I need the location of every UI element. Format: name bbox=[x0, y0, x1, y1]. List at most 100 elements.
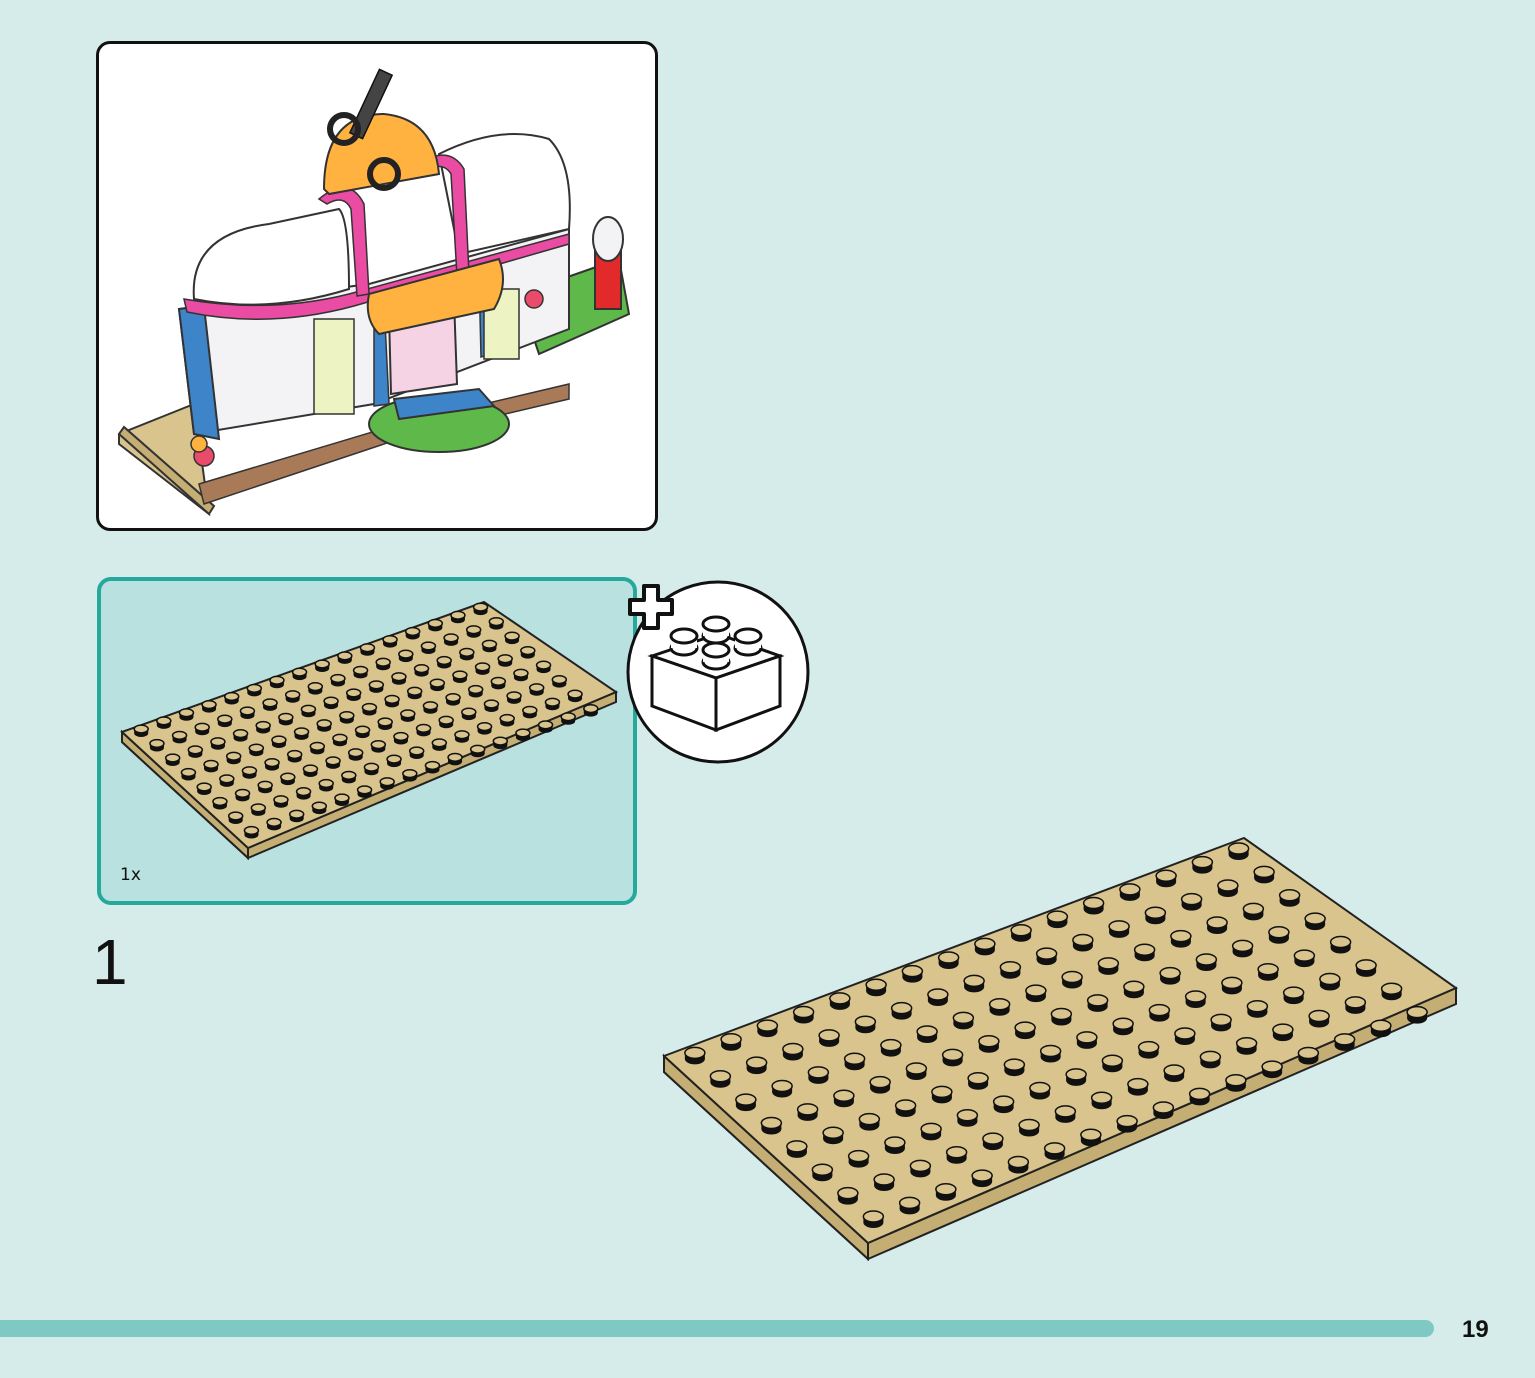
stud bbox=[862, 1210, 885, 1228]
stud bbox=[377, 717, 393, 731]
stud bbox=[515, 728, 531, 742]
stud bbox=[382, 635, 398, 648]
stud bbox=[522, 705, 538, 719]
stud bbox=[250, 803, 267, 816]
stud bbox=[967, 1072, 989, 1090]
stud bbox=[271, 735, 287, 749]
stud bbox=[243, 825, 260, 839]
stud bbox=[829, 992, 851, 1010]
stud bbox=[504, 631, 520, 645]
stud bbox=[1278, 889, 1301, 907]
stud bbox=[684, 1046, 706, 1065]
stud bbox=[513, 668, 529, 682]
stud bbox=[1046, 910, 1069, 929]
stud bbox=[273, 795, 289, 808]
stud bbox=[461, 707, 477, 721]
stud bbox=[286, 749, 303, 763]
stud bbox=[476, 722, 493, 735]
stud bbox=[1152, 1101, 1175, 1119]
stud bbox=[347, 748, 364, 761]
stud bbox=[1195, 953, 1218, 971]
stud bbox=[379, 777, 395, 790]
stud bbox=[1184, 990, 1207, 1008]
stud bbox=[931, 1085, 953, 1104]
stud bbox=[847, 1149, 870, 1168]
stud bbox=[164, 753, 181, 767]
stud bbox=[945, 1146, 968, 1164]
parts-baseplate-illustration bbox=[120, 600, 619, 861]
stud bbox=[459, 647, 475, 661]
stud bbox=[1333, 1033, 1356, 1051]
stud bbox=[386, 754, 402, 768]
stud bbox=[481, 639, 498, 653]
stud bbox=[454, 730, 470, 743]
stud bbox=[1123, 980, 1145, 999]
stud bbox=[1061, 970, 1083, 989]
stud bbox=[988, 998, 1011, 1016]
stud bbox=[375, 657, 391, 671]
stud bbox=[196, 782, 212, 796]
page-progress-bar bbox=[0, 1320, 1434, 1337]
stud bbox=[332, 733, 348, 747]
stud bbox=[1293, 949, 1316, 968]
stud bbox=[345, 688, 362, 702]
step-number: 1 bbox=[92, 926, 128, 998]
stud bbox=[264, 758, 280, 771]
stud bbox=[427, 618, 444, 632]
stud bbox=[424, 760, 441, 774]
stud bbox=[178, 708, 195, 721]
stud bbox=[1225, 1074, 1247, 1092]
stud bbox=[858, 1112, 881, 1131]
stud bbox=[1174, 1027, 1196, 1045]
stud bbox=[227, 811, 244, 825]
stud bbox=[447, 752, 463, 766]
stud bbox=[560, 712, 576, 725]
stud bbox=[1076, 1031, 1098, 1049]
finished-model-preview bbox=[96, 41, 658, 531]
stud bbox=[1257, 963, 1279, 981]
stud bbox=[370, 740, 387, 753]
stud bbox=[474, 662, 491, 675]
stud bbox=[354, 725, 371, 739]
stud bbox=[212, 796, 228, 810]
stud bbox=[807, 1066, 830, 1084]
stud bbox=[1319, 972, 1341, 991]
stud bbox=[1355, 959, 1377, 977]
stud bbox=[1035, 947, 1058, 966]
stud bbox=[334, 793, 350, 807]
stud bbox=[156, 716, 172, 729]
stud bbox=[1180, 892, 1203, 911]
stud bbox=[339, 711, 355, 724]
stud bbox=[445, 693, 461, 706]
stud bbox=[307, 682, 324, 695]
stud bbox=[1268, 926, 1290, 944]
stud bbox=[1170, 929, 1192, 948]
stud bbox=[408, 746, 425, 760]
stud bbox=[490, 676, 507, 690]
stud bbox=[1261, 1060, 1283, 1079]
stud bbox=[941, 1048, 964, 1067]
stud bbox=[843, 1052, 866, 1071]
stud bbox=[869, 1075, 891, 1094]
stud bbox=[1025, 984, 1047, 1003]
stud bbox=[920, 1122, 942, 1141]
stud bbox=[905, 1062, 928, 1080]
stud bbox=[1227, 842, 1250, 860]
stud bbox=[822, 1126, 844, 1145]
stud bbox=[535, 660, 552, 674]
stud bbox=[898, 1196, 921, 1215]
stud bbox=[300, 704, 317, 718]
stud bbox=[1188, 1087, 1211, 1106]
stud bbox=[1380, 982, 1403, 1001]
stud bbox=[1014, 1021, 1036, 1040]
stud bbox=[854, 1015, 877, 1034]
plate-top bbox=[662, 836, 1459, 1245]
stud bbox=[937, 951, 960, 969]
stud bbox=[1072, 933, 1094, 952]
stud bbox=[1054, 1105, 1077, 1123]
stud bbox=[450, 610, 466, 624]
stud bbox=[225, 751, 242, 765]
stud bbox=[956, 1109, 979, 1127]
stud bbox=[833, 1089, 855, 1108]
stud bbox=[760, 1116, 783, 1135]
